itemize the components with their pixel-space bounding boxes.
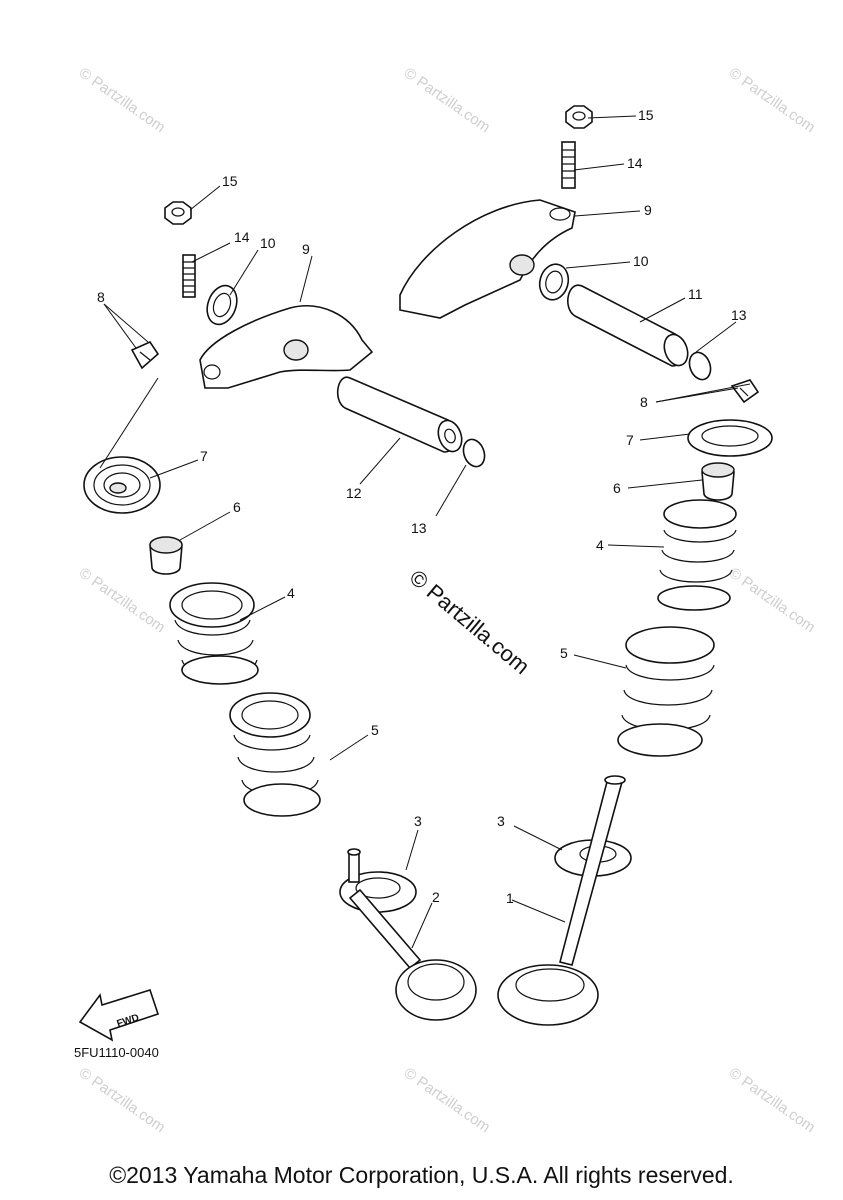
callout-2: 2	[432, 889, 440, 905]
callout-7-right: 7	[626, 432, 634, 448]
callout-12: 12	[346, 485, 362, 501]
part-code: 5FU1110-0040	[74, 1045, 159, 1060]
callout-10-right: 10	[633, 253, 649, 269]
seal-right	[701, 462, 735, 501]
outer-spring-left	[229, 692, 321, 817]
callout-6-left: 6	[233, 499, 241, 515]
outer-spring-right	[617, 626, 715, 757]
callout-7-left: 7	[200, 448, 208, 464]
callout-10-left: 10	[260, 235, 276, 251]
washer-right	[538, 263, 570, 301]
oring-right	[688, 351, 712, 381]
valve-exhaust	[347, 848, 477, 1021]
watermark-8: © Partzilla.com	[726, 1064, 819, 1136]
nut-left	[164, 201, 192, 225]
cotter-right	[730, 379, 760, 404]
callout-15-left: 15	[222, 173, 238, 189]
callout-5-right: 5	[560, 645, 568, 661]
retainer-left	[83, 456, 161, 514]
callout-labels: 15 14 10 9 8 7 6 4 5 12 13 3 2 15 14 9 1…	[97, 107, 747, 906]
rocker-shaft-left	[336, 376, 463, 453]
seal-left	[149, 536, 183, 575]
adjust-screw-left	[182, 254, 196, 298]
callout-14-right: 14	[627, 155, 643, 171]
watermark-5: © Partzilla.com	[726, 564, 819, 636]
oring-left	[462, 438, 486, 468]
callout-8-left: 8	[97, 289, 105, 305]
callout-3-left: 3	[414, 813, 422, 829]
nut-right	[565, 105, 593, 129]
callout-1: 1	[506, 890, 514, 906]
inner-spring-left	[169, 582, 259, 685]
watermark-7: © Partzilla.com	[401, 1064, 494, 1136]
cotter-left	[130, 340, 160, 370]
watermark-4: © Partzilla.com	[76, 564, 169, 636]
washer-left	[206, 284, 238, 326]
callout-13-left: 13	[411, 520, 427, 536]
callout-9-left: 9	[302, 241, 310, 257]
rocker-arm-left	[199, 305, 374, 389]
rocker-arm-right	[399, 199, 576, 319]
copyright-notice: ©2013 Yamaha Motor Corporation, U.S.A. A…	[109, 1162, 734, 1188]
watermark-6: © Partzilla.com	[76, 1064, 169, 1136]
callout-15-right: 15	[638, 107, 654, 123]
callout-4-left: 4	[287, 585, 295, 601]
callout-13-right: 13	[731, 307, 747, 323]
callout-9-right: 9	[644, 202, 652, 218]
retainer-right	[687, 419, 773, 457]
center-watermark: © Partzilla.com	[405, 565, 535, 679]
leader-lines	[99, 115, 751, 949]
watermark-3: © Partzilla.com	[726, 64, 819, 136]
callout-14-left: 14	[234, 229, 250, 245]
callout-4-right: 4	[596, 537, 604, 553]
callout-3-right: 3	[497, 813, 505, 829]
valve-intake	[497, 775, 626, 1026]
rocker-shaft-right	[567, 284, 689, 367]
callout-5-left: 5	[371, 722, 379, 738]
callout-6-right: 6	[613, 480, 621, 496]
inner-spring-right	[657, 499, 737, 611]
callout-8-right: 8	[640, 394, 648, 410]
fwd-arrow-icon: FWD	[78, 989, 160, 1042]
watermark-1: © Partzilla.com	[76, 64, 169, 136]
adjust-screw-right	[561, 141, 576, 189]
callout-11: 11	[688, 286, 703, 302]
watermark-2: © Partzilla.com	[401, 64, 494, 136]
